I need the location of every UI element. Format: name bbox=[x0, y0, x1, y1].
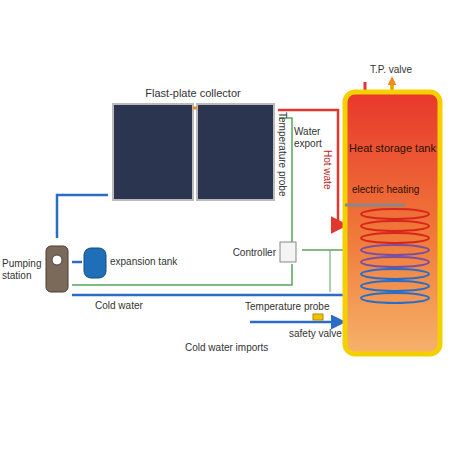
signal-wire bbox=[302, 249, 345, 251]
controller-box: Controller bbox=[226, 242, 302, 264]
storage-tank: Heat storage tank bbox=[345, 92, 440, 354]
water-pipe bbox=[57, 195, 108, 238]
cold-water-inlet-pipe bbox=[250, 321, 343, 324]
node-label: Controller bbox=[233, 247, 276, 259]
probe-wire-tank bbox=[330, 250, 331, 292]
outlet-label: Water export bbox=[294, 126, 334, 149]
heater-label: electric heating bbox=[352, 184, 419, 196]
safety-valve-symbol bbox=[313, 314, 323, 320]
water-pipe bbox=[72, 294, 345, 297]
pipe-label: Cold water bbox=[95, 300, 143, 312]
valve-label: safety valve bbox=[289, 328, 342, 340]
collector-panel: Flast-plate collector bbox=[108, 86, 278, 202]
water-pipe bbox=[72, 261, 82, 264]
water-pipe bbox=[278, 110, 345, 225]
probe-label: Temperature probe bbox=[245, 301, 330, 313]
storage-tank-shape bbox=[345, 92, 440, 354]
valve-label: T.P. valve bbox=[370, 64, 412, 76]
pipe-label: Hot wate bbox=[322, 150, 334, 189]
node-label: Heat storage tank bbox=[349, 142, 436, 155]
node-label: Pumping station bbox=[2, 258, 46, 281]
node-label: Flast-plate collector bbox=[108, 87, 278, 100]
expansion-tank: expansion tank bbox=[82, 246, 182, 282]
tp-valve-arrow bbox=[391, 78, 393, 90]
collector-panel-shape bbox=[108, 86, 278, 202]
probe-label: Temperature probe bbox=[277, 112, 289, 197]
inlet-label: Cold water imports bbox=[185, 342, 268, 354]
node-label: expansion tank bbox=[110, 256, 177, 268]
pumping-station: Pumping station bbox=[2, 238, 72, 300]
